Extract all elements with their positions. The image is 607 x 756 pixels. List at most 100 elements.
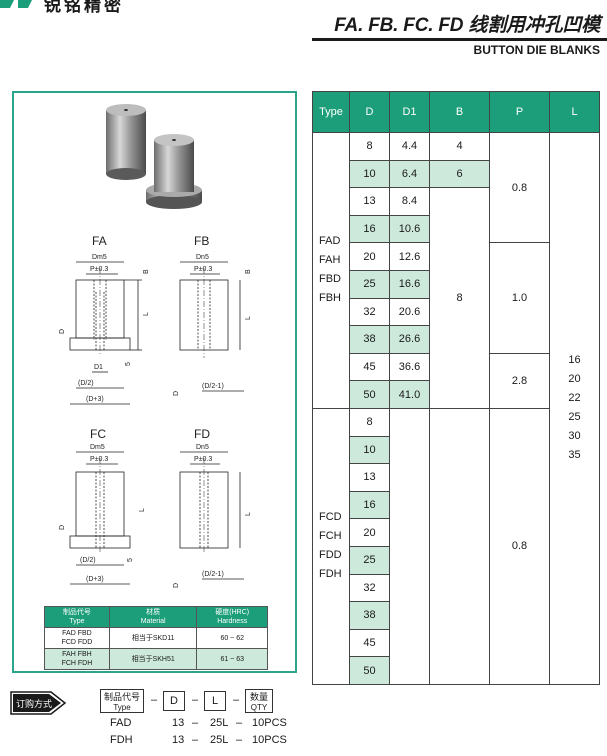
table-cell: 32 — [349, 297, 390, 327]
table-cell: 12.6 — [389, 242, 430, 271]
fc-d: D — [59, 525, 66, 530]
table-cell: 38 — [349, 601, 390, 630]
fd-d2: (D/2-1) — [202, 571, 224, 578]
table-cell: 45 — [349, 628, 390, 658]
diagram-fa-label: FA — [92, 234, 107, 248]
table-row: 50 — [313, 656, 600, 685]
table-cell: 25 — [349, 269, 390, 299]
table-cell: 6.4 — [389, 159, 430, 189]
table-cell: 25 — [349, 545, 390, 575]
order-example-qty: 10PCS — [252, 717, 287, 729]
order-example-l: 25L — [210, 717, 229, 729]
diagram-fc: Dm5 P±0.3 L D 5 (D/2) (D+3) — [59, 444, 146, 585]
table-cell: 4.4 — [389, 132, 430, 161]
table-cell: 26.6 — [389, 325, 430, 354]
table-row: 20 — [313, 518, 600, 547]
table-cell: 10 — [349, 159, 390, 189]
table-cell: 50 — [349, 380, 390, 409]
spec-header-type: Type — [312, 91, 350, 133]
diagram-fd: Dn5 P±0.3 L D (D/2-1) — [173, 444, 252, 588]
spec-header-b: B — [429, 91, 490, 133]
fc-pos: P±0.3 — [90, 456, 108, 463]
brand-logo-icon — [0, 0, 32, 8]
order-example-d: 13 — [172, 734, 185, 746]
fa-d2: (D/2) — [78, 380, 94, 387]
table-cell: 相当于SKH51 — [108, 648, 198, 670]
b-cell: 6 — [429, 159, 490, 189]
table-cell — [429, 407, 490, 685]
table-cell: 13 — [349, 187, 390, 216]
order-example-type: FDH — [110, 734, 133, 746]
b-cell: 4 — [429, 132, 490, 161]
fb-l: L — [245, 316, 252, 320]
fb-d: D — [173, 391, 180, 396]
table-row: 16 — [313, 490, 600, 520]
fc-five: 5 — [127, 558, 134, 562]
table-cell — [389, 407, 430, 685]
table-row: 45 — [313, 628, 600, 658]
fa-b: B — [143, 269, 150, 274]
p-cell: 0.8 — [489, 407, 550, 685]
table-row: 38 — [313, 601, 600, 630]
page-subtitle: BUTTON DIE BLANKS — [473, 43, 600, 57]
fa-pos: P±0.3 — [90, 266, 108, 273]
table-cell: 20.6 — [389, 297, 430, 327]
table-cell: 20 — [349, 242, 390, 271]
table-cell: 10 — [349, 435, 390, 465]
spec-header-d: D — [349, 91, 390, 133]
fb-dn5: Dn5 — [196, 254, 209, 261]
order-d-box: D — [163, 691, 185, 711]
fd-pos: P±0.3 — [194, 456, 212, 463]
order-example-d: 13 — [172, 717, 185, 729]
fb-d2: (D/2-1) — [202, 383, 224, 390]
fa-l: L — [143, 312, 150, 316]
fb-b: B — [245, 269, 252, 274]
spec-header-d1: D1 — [389, 91, 430, 133]
table-cell: 16 — [349, 214, 390, 244]
page-title: FA. FB. FC. FD 线割用冲孔凹模 — [334, 15, 600, 36]
fb-pos: P±0.3 — [194, 266, 212, 273]
order-l-box: L — [204, 691, 226, 711]
diagram-fc-label: FC — [90, 427, 106, 441]
table-cell: 13 — [349, 463, 390, 492]
diagram-fb: Dn5 P±0.3 B L D (D/2-1) — [173, 254, 252, 396]
order-example-qty: 10PCS — [252, 734, 287, 746]
table-cell: 10.6 — [389, 214, 430, 244]
table-cell: 36.6 — [389, 352, 430, 382]
diagram-fb-label: FB — [194, 234, 210, 248]
table-cell: 8 — [349, 407, 390, 437]
fa-dm5: Dm5 — [92, 254, 107, 261]
brand-name: 锐铭精密 — [44, 0, 124, 15]
fc-d3: (D+3) — [86, 576, 104, 583]
table-cell: 20 — [349, 518, 390, 547]
table-cell: 8 — [349, 132, 390, 161]
table-cell: 50 — [349, 656, 390, 685]
title-rule — [312, 38, 607, 41]
fc-dm5: Dm5 — [90, 444, 105, 451]
table-cell: 16 — [349, 490, 390, 520]
product-photo — [106, 104, 202, 209]
table-cell: 相当于SKD11 — [108, 627, 198, 649]
fd-l: L — [245, 512, 252, 516]
table-cell: 8.4 — [389, 187, 430, 216]
fa-d: D — [59, 329, 66, 334]
table-cell: 61 ~ 63 — [196, 648, 268, 670]
p-cell: 0.8 — [489, 131, 550, 244]
